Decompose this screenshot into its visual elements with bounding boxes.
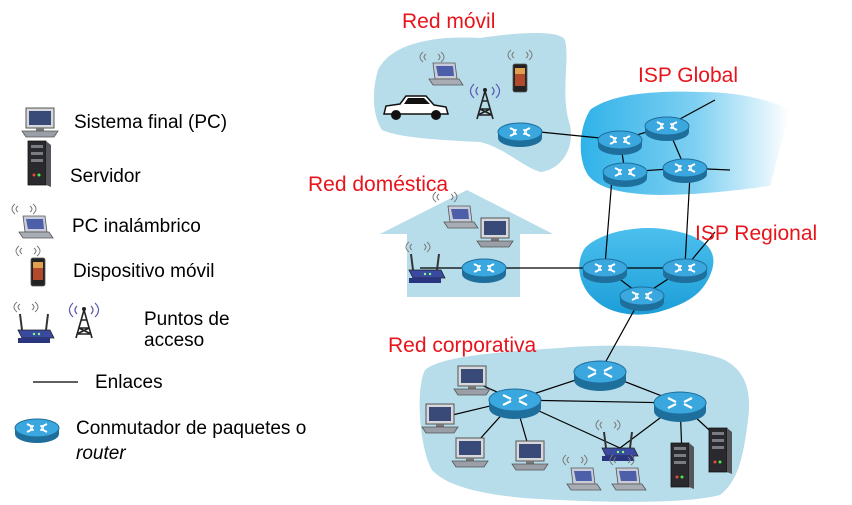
legend-pc-icon [21,107,59,138]
legend-server-icon [27,140,52,188]
regional-isp-router-icon [619,286,665,312]
legend-laptop-icon [18,215,54,239]
regional-isp-label: ISP Regional [695,222,818,245]
mobile-phone-icon [512,63,528,93]
legend-switch-label-1: Conmutador de paquetes o [76,418,307,439]
legend-access-points-label-2: acceso [144,330,205,351]
corporate-router-icon [652,390,708,424]
legend-links-label: Enlaces [95,372,163,393]
corporate-pc-icon [453,365,491,396]
legend-tower-icon [68,302,100,339]
legend-mobile-device-label: Dispositivo móvil [73,261,215,282]
global-isp-router-icon [602,162,648,188]
global-isp-label: ISP Global [638,64,739,87]
mobile-router-icon [497,122,543,148]
global-isp-router-icon [662,158,708,184]
corporate-network-label: Red corporativa [388,334,537,357]
corporate-router-icon [572,359,628,393]
corporate-router-icon [487,387,543,421]
legend-wireless-pc-label: PC inalámbrico [72,216,201,237]
home-router-icon [461,258,507,284]
corporate-server-icon [670,442,695,490]
home-network-label: Red doméstica [308,173,449,196]
wireless-signal-icon [13,301,39,313]
wireless-signal-icon [15,245,41,257]
regional-isp-area [579,228,714,315]
legend-server-label: Servidor [70,166,141,187]
corporate-pc-icon [421,403,459,434]
home-pc-icon [476,217,514,248]
legend-router-icon [14,418,60,444]
global-isp-router-icon [644,116,690,142]
legend-access-point-icon [17,313,55,344]
legend-host-label: Sistema final (PC) [74,112,228,133]
global-isp-router-icon [597,130,643,156]
corporate-network-area [419,345,750,502]
legend-switch-label-2: router [76,443,126,464]
corporate-pc-icon [451,437,489,468]
legend-access-points-label-1: Puntos de [144,309,230,330]
regional-isp-router-icon [582,258,628,284]
legend-phone-icon [30,257,46,287]
corporate-pc-icon [511,440,549,471]
regional-isp-router-icon [662,258,708,284]
mobile-network-label: Red móvil [402,10,496,33]
corporate-server-icon [708,427,733,475]
wireless-signal-icon [11,203,37,215]
